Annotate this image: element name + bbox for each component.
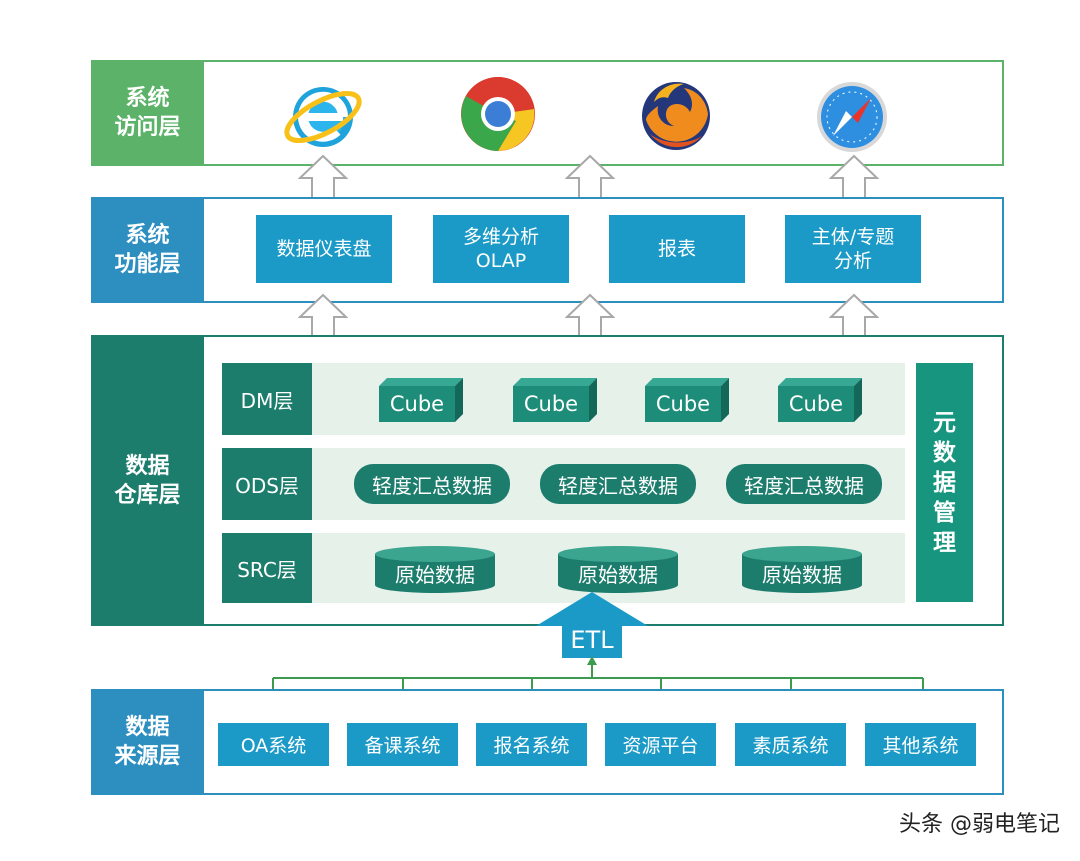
etl-arrow-shape [536, 592, 648, 658]
arrow-up-icon [829, 154, 879, 201]
cylinder-shape [375, 546, 495, 593]
ods-summary-pill[interactable]: 轻度汇总数据 [540, 464, 696, 504]
cube-label: Cube [655, 392, 711, 416]
dm-layer-label: DM层 [222, 363, 312, 435]
warehouse-layer-label: 数据 仓库层 [91, 335, 204, 626]
olap-box[interactable]: 多维分析 OLAP [433, 215, 569, 283]
cylinder-shape [742, 546, 862, 593]
ods-summary-pill[interactable]: 轻度汇总数据 [726, 464, 882, 504]
cube-label: Cube [788, 392, 844, 416]
cube-shape [778, 378, 862, 422]
cube-label: Cube [389, 392, 445, 416]
raw-data-label: 原始数据 [578, 562, 658, 587]
dashboard-box[interactable]: 数据仪表盘 [256, 215, 392, 283]
arrow-up-icon [565, 293, 615, 340]
arrow-up-icon [565, 154, 615, 201]
arrow-up-icon [298, 154, 348, 201]
safari-icon[interactable] [815, 80, 889, 154]
cube-shape [645, 378, 729, 422]
arrow-up-icon [829, 293, 879, 340]
source-system-box[interactable]: OA系统 [218, 723, 329, 766]
cube-shape [513, 378, 597, 422]
ie-icon[interactable] [281, 73, 365, 157]
source-layer-label: 数据 来源层 [91, 689, 204, 795]
firefox-icon[interactable] [636, 74, 716, 154]
ods-layer-label: ODS层 [222, 448, 312, 520]
function-layer-label: 系统 功能层 [91, 197, 204, 303]
ods-summary-pill[interactable]: 轻度汇总数据 [354, 464, 510, 504]
etl-label: ETL [570, 626, 614, 654]
cube-shape [379, 378, 463, 422]
arrow-up-icon [298, 293, 348, 340]
access-layer-label: 系统 访问层 [91, 60, 204, 166]
source-system-box[interactable]: 报名系统 [476, 723, 587, 766]
source-system-box[interactable]: 备课系统 [347, 723, 458, 766]
report-box[interactable]: 报表 [609, 215, 745, 283]
src-layer-label: SRC层 [222, 533, 312, 603]
raw-data-label: 原始数据 [395, 562, 475, 587]
topic-analysis-box[interactable]: 主体/专题 分析 [785, 215, 921, 283]
source-system-box[interactable]: 其他系统 [865, 723, 976, 766]
chrome-icon[interactable] [458, 74, 538, 154]
cube-label: Cube [523, 392, 579, 416]
metadata-management-box[interactable]: 元 数 据 管 理 [916, 363, 973, 602]
cylinder-shape [558, 546, 678, 593]
source-system-box[interactable]: 素质系统 [735, 723, 846, 766]
watermark: 头条 @弱电笔记 [899, 812, 1060, 837]
raw-data-label: 原始数据 [762, 562, 842, 587]
source-system-box[interactable]: 资源平台 [605, 723, 716, 766]
